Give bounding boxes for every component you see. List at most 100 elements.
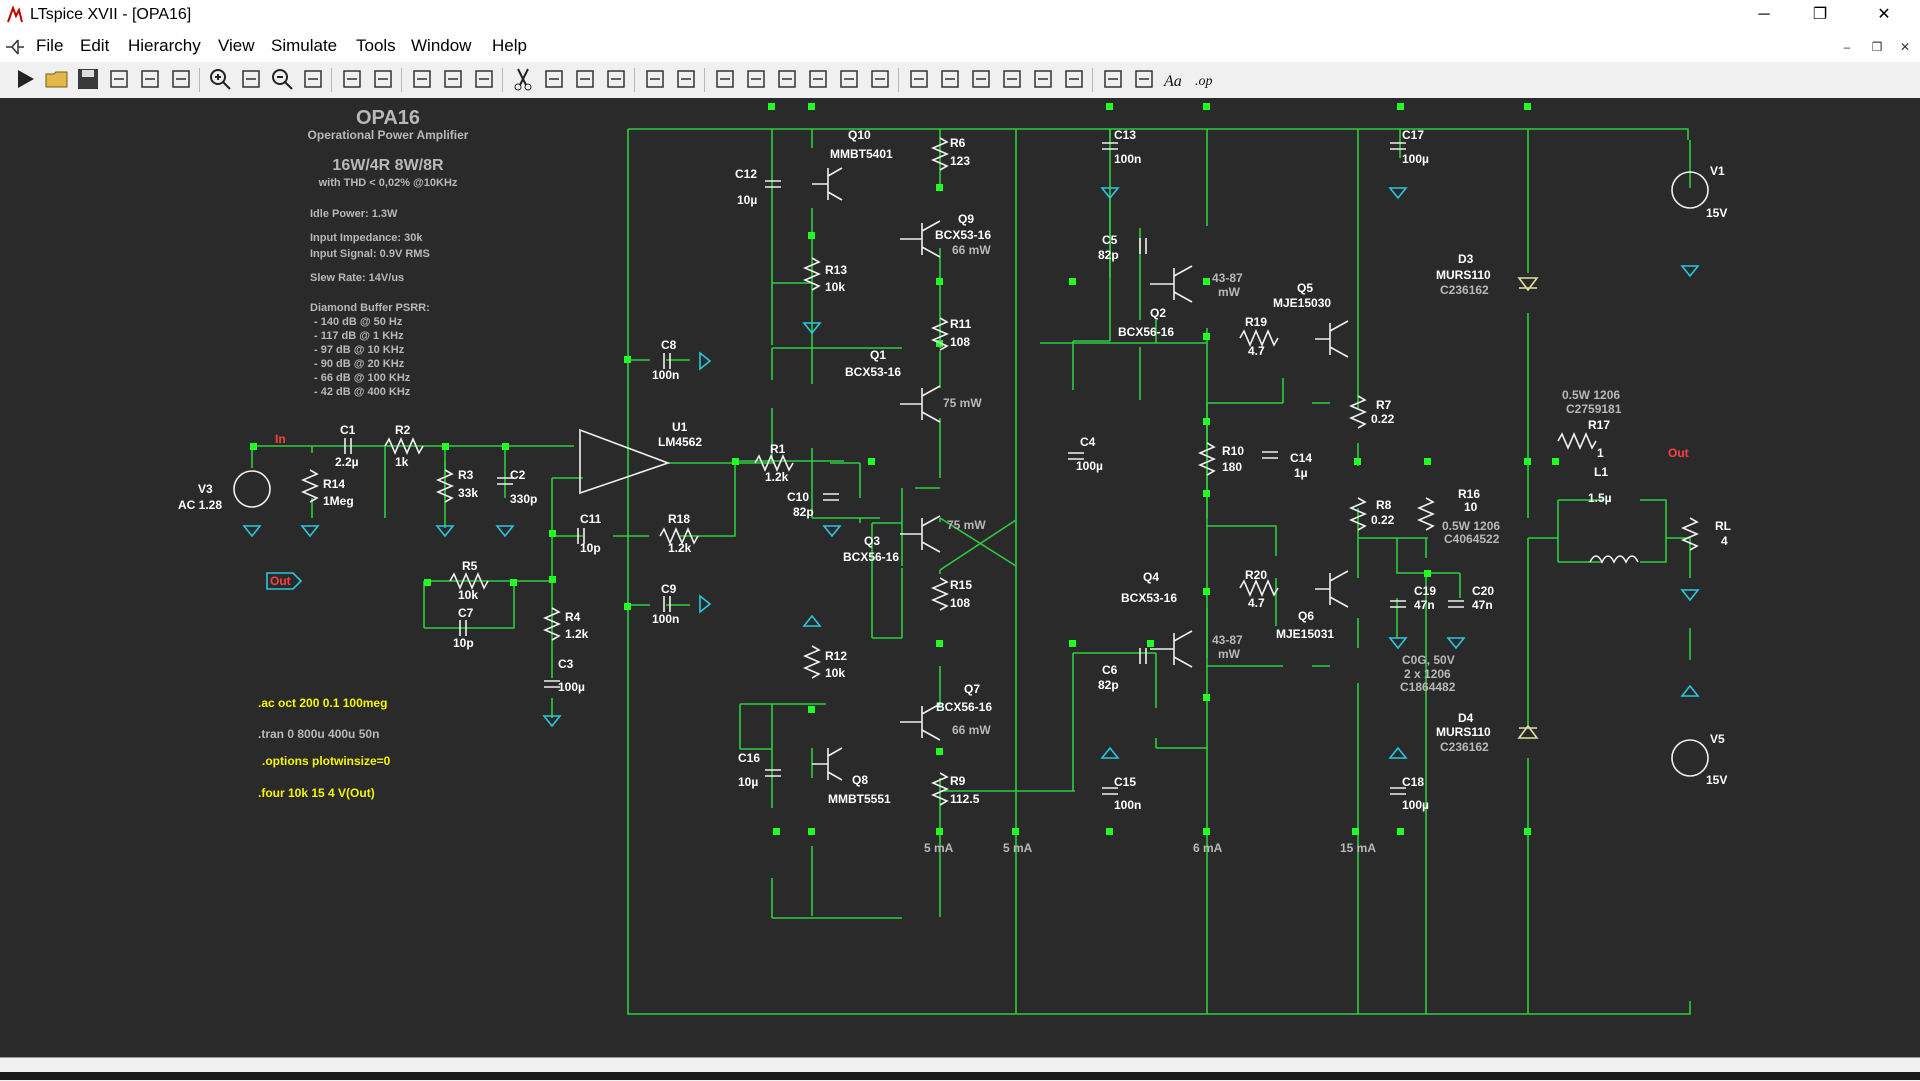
zoom-cancel-icon[interactable] [299,65,327,93]
toolbar-separator [1092,68,1093,92]
control-panel-icon[interactable] [105,65,133,93]
cascade-icon[interactable] [439,65,467,93]
tile-horizontal-icon[interactable] [408,65,436,93]
close-button[interactable]: ✕ [1877,6,1891,23]
drag-icon[interactable] [998,65,1026,93]
label-net-icon[interactable] [773,65,801,93]
halt-icon[interactable] [136,65,164,93]
pan-icon[interactable] [167,65,195,93]
run-icon[interactable] [12,65,40,93]
menu-file[interactable]: File [36,36,64,55]
print-icon[interactable] [641,65,669,93]
find-icon[interactable] [602,65,630,93]
menu-help[interactable]: Help [492,36,527,55]
capacitor-icon[interactable] [835,65,863,93]
rotate-icon[interactable] [1099,65,1127,93]
zoom-in-icon[interactable] [206,65,234,93]
mdi-close-button[interactable]: ✕ [1899,40,1911,54]
label-C19-note: C1864482 [1400,680,1456,694]
zoom-area-icon[interactable] [237,65,265,93]
label-R12-value: 10k [825,666,845,680]
label-R17-value: 1 [1597,446,1604,460]
paste-icon[interactable] [571,65,599,93]
diode-D4 [1517,724,1539,739]
label-Q4-power-unit: mW [1218,647,1241,661]
mdi-restore-button[interactable]: ❐ [1871,40,1883,54]
cut-icon[interactable] [509,65,537,93]
resistor-R3 [435,469,455,503]
label-D3-name: D3 [1458,252,1474,266]
resistor-R17 [1557,431,1597,451]
redo-icon[interactable] [1060,65,1088,93]
out-flag-icon [266,572,303,590]
ground-symbols [242,187,1700,759]
label-C19-name: C19 [1414,584,1436,598]
label-C10-name: C10 [787,490,809,504]
label-Q6-name: Q6 [1298,609,1314,623]
label-C13-name: C13 [1114,128,1136,142]
ground-up-icon [802,614,822,627]
label-C3-value: 100µ [558,680,585,694]
component-icon[interactable] [936,65,964,93]
spice-directive-icon[interactable]: .op [1192,65,1220,93]
menu-simulate[interactable]: Simulate [271,36,338,55]
ground-icon [802,322,822,335]
schematic-canvas[interactable]: OPA16 Operational Power Amplifier 16W/4R… [0,98,1920,1057]
label-U1-name: U1 [672,420,688,434]
current-label: 6 mA [1193,841,1223,855]
text-icon[interactable]: Aa [1161,65,1189,93]
label-R8-value: 0.22 [1371,513,1395,527]
ground-icon [1680,589,1700,602]
mdi-minimize-button[interactable]: – [1843,40,1851,54]
toolbar-separator [401,68,402,92]
diode-icon[interactable] [905,65,933,93]
label-R9-value: 112.5 [950,792,980,806]
schematic-doc-icon[interactable] [4,36,26,63]
capacitor-C2 [497,477,513,485]
horizontal-scrollbar[interactable] [0,1072,1920,1080]
minimize-button[interactable]: ─ [1758,6,1770,23]
label-R7-name: R7 [1376,398,1392,412]
label-Q2-name: Q2 [1150,306,1166,320]
copy-icon[interactable] [540,65,568,93]
open-icon[interactable] [43,65,71,93]
menu-tools[interactable]: Tools [356,36,396,55]
save-icon[interactable] [74,65,102,93]
wires [251,128,1691,1015]
label-Q4-power: 43-87 [1212,633,1243,647]
label-Q6-value: MJE15031 [1276,627,1334,641]
label-V5-name: V5 [1710,732,1725,746]
menu-hierarchy[interactable]: Hierarchy [128,36,201,55]
capacitor-C17 [1390,142,1406,150]
resistor-icon[interactable] [804,65,832,93]
print-setup-icon[interactable] [672,65,700,93]
label-R16-value: 10 [1464,500,1478,514]
signal-flag-icon [699,594,712,614]
mirror-icon[interactable] [1130,65,1158,93]
restore-button[interactable]: ❐ [1812,6,1828,23]
component-symbols [233,137,1709,806]
label-C12-name: C12 [735,167,757,181]
move-icon[interactable] [967,65,995,93]
undo-icon[interactable] [1029,65,1057,93]
menu-view[interactable]: View [218,36,255,55]
label-C16-value: 10µ [738,775,758,789]
label-R19-name: R19 [1245,315,1267,329]
label-Q7-value: BCX56-16 [936,700,992,714]
draw-wire-icon[interactable] [711,65,739,93]
menu-edit[interactable]: Edit [80,36,110,55]
zoom-out-icon[interactable] [268,65,296,93]
tile-vertical-icon[interactable] [470,65,498,93]
spice-directives[interactable]: .ac oct 200 0.1 100meg .options plotwins… [258,696,391,800]
label-D4-name: D4 [1458,711,1474,725]
ground-icon[interactable] [742,65,770,93]
label-Q9-power: 66 mW [952,243,991,257]
autorange-icon[interactable] [338,65,366,93]
ground-up-icon [1388,746,1408,759]
menu-window[interactable]: Window [411,36,472,55]
label-C8-value: 100n [652,368,679,382]
note-psrr-line: - 140 dB @ 50 Hz [314,316,403,328]
inductor-icon[interactable] [866,65,894,93]
fit-icon[interactable] [369,65,397,93]
label-R11-name: R11 [950,317,972,331]
